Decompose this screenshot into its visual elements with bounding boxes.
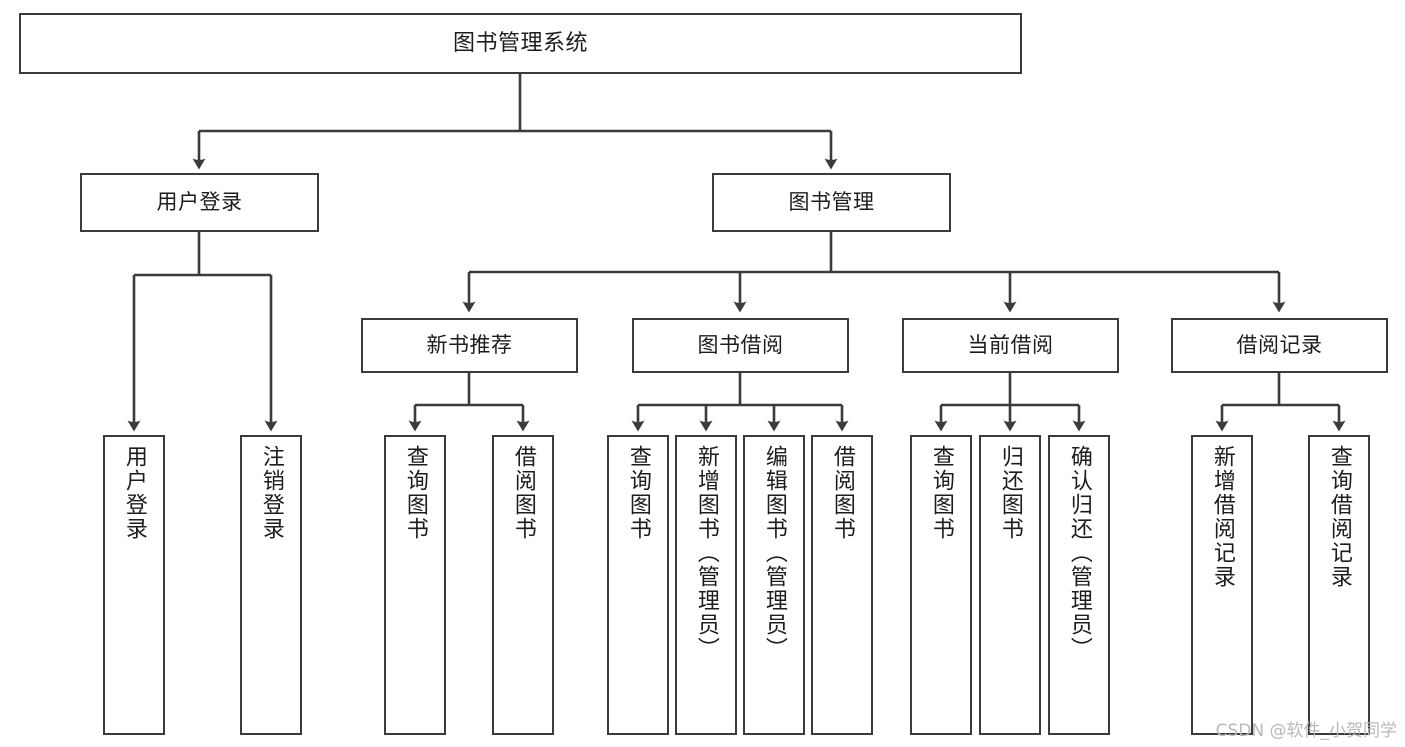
node-user-login[interactable]: 用户登录: [80, 173, 319, 232]
node-leaf-confirm-return-admin-label: 确认归还（管理员）: [1066, 445, 1092, 661]
node-leaf-confirm-return-admin[interactable]: 确认归还（管理员）: [1048, 435, 1110, 735]
node-book-manage[interactable]: 图书管理: [712, 173, 951, 232]
node-current-borrow-label: 当前借阅: [967, 333, 1054, 358]
node-leaf-add-borrow-record[interactable]: 新增借阅记录: [1191, 435, 1253, 735]
watermark-text: CSDN @软件_小贺同学: [1215, 721, 1397, 741]
node-new-book-rec-label: 新书推荐: [426, 333, 513, 358]
node-leaf-borrow-book-rec[interactable]: 借阅图书: [492, 435, 554, 735]
node-leaf-edit-book-admin[interactable]: 编辑图书（管理员）: [743, 435, 805, 735]
node-leaf-return-book-label: 归还图书: [997, 445, 1023, 541]
node-leaf-user-login[interactable]: 用户登录: [103, 435, 165, 735]
node-leaf-query-book-rec[interactable]: 查询图书: [384, 435, 446, 735]
node-leaf-query-borrow-record-label: 查询借阅记录: [1326, 445, 1352, 589]
node-leaf-borrow-book-label: 借阅图书: [829, 445, 855, 541]
node-book-manage-label: 图书管理: [788, 190, 875, 215]
node-leaf-query-borrow-record[interactable]: 查询借阅记录: [1308, 435, 1370, 735]
node-leaf-add-borrow-record-label: 新增借阅记录: [1209, 445, 1235, 589]
node-leaf-add-book-admin[interactable]: 新增图书（管理员）: [675, 435, 737, 735]
node-leaf-logout[interactable]: 注销登录: [240, 435, 302, 735]
node-leaf-return-book[interactable]: 归还图书: [979, 435, 1041, 735]
node-root-label: 图书管理系统: [452, 30, 588, 56]
node-leaf-query-book-borrow-label: 查询图书: [625, 445, 651, 541]
node-leaf-borrow-book-rec-label: 借阅图书: [510, 445, 536, 541]
node-leaf-query-book-current[interactable]: 查询图书: [910, 435, 972, 735]
node-leaf-query-book-borrow[interactable]: 查询图书: [607, 435, 669, 735]
node-user-login-label: 用户登录: [156, 190, 243, 215]
node-leaf-edit-book-admin-label: 编辑图书（管理员）: [761, 445, 787, 661]
node-leaf-user-login-label: 用户登录: [121, 445, 147, 541]
node-leaf-logout-label: 注销登录: [258, 445, 284, 541]
node-book-borrow-label: 图书借阅: [697, 333, 784, 358]
node-leaf-add-book-admin-label: 新增图书（管理员）: [693, 445, 719, 661]
node-current-borrow[interactable]: 当前借阅: [902, 318, 1119, 373]
node-borrow-record[interactable]: 借阅记录: [1171, 318, 1388, 373]
node-leaf-query-book-rec-label: 查询图书: [402, 445, 428, 541]
node-book-borrow[interactable]: 图书借阅: [632, 318, 849, 373]
node-new-book-rec[interactable]: 新书推荐: [361, 318, 578, 373]
node-borrow-record-label: 借阅记录: [1236, 333, 1323, 358]
node-root[interactable]: 图书管理系统: [19, 13, 1022, 74]
node-leaf-borrow-book[interactable]: 借阅图书: [811, 435, 873, 735]
node-leaf-query-book-current-label: 查询图书: [928, 445, 954, 541]
